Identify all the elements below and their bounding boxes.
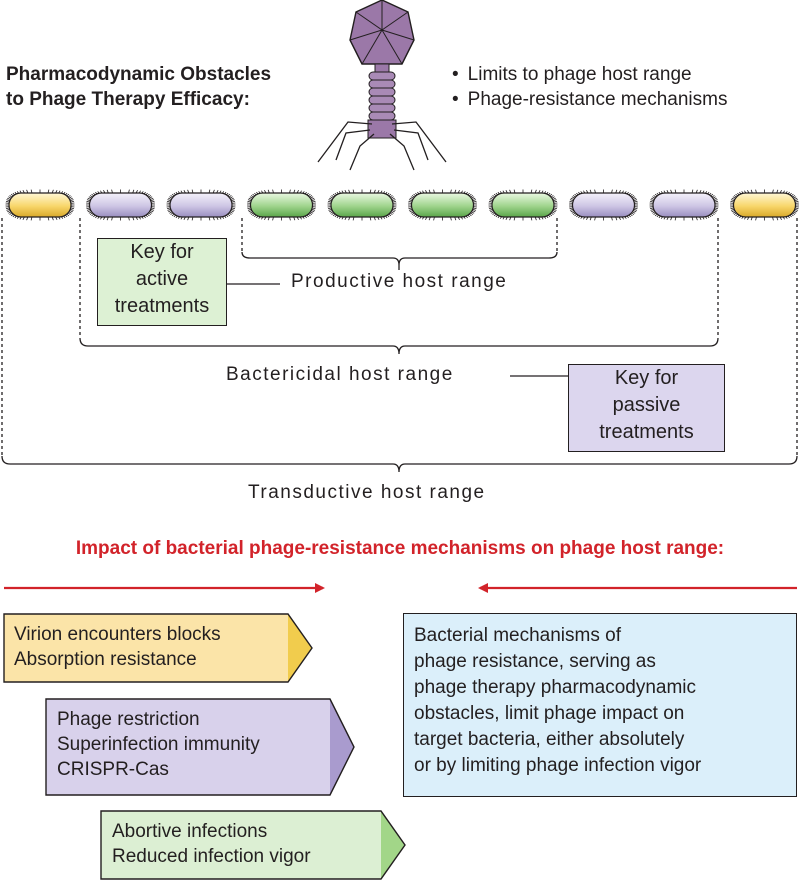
passive-treatments-key: Key for passive treatments — [568, 364, 725, 452]
productive-range-bracket — [241, 218, 558, 270]
mechanism-box-restriction: Phage restriction Superinfection immunit… — [57, 707, 260, 782]
active-key-line-2: active — [135, 268, 189, 290]
description-line: target bacteria, either absolutely — [414, 729, 685, 750]
bacterium-purple — [569, 189, 638, 221]
title-line-2: to Phage Therapy Efficacy: — [6, 89, 250, 110]
bacterium-green — [408, 189, 477, 221]
passive-key-line-1: Key for — [614, 367, 679, 389]
resistance-description-box: Bacterial mechanisms of phage resistance… — [403, 613, 797, 797]
mechanism-line: Phage restriction — [57, 709, 200, 730]
mechanism-box-abortive: Abortive infections Reduced infection vi… — [112, 819, 311, 869]
bullet-host-range: Limits to phage host range — [452, 62, 727, 87]
bacterium-purple — [86, 189, 155, 221]
mechanism-line: CRISPR-Cas — [57, 759, 169, 780]
impact-heading: Impact of bacterial phage-resistance mec… — [75, 538, 725, 559]
mechanism-line: Superinfection immunity — [57, 734, 260, 755]
bacterium-green — [488, 189, 558, 221]
mechanism-shape-abortive — [100, 810, 406, 880]
active-key-line-1: Key for — [130, 241, 194, 263]
description-line: obstacles, limit phage impact on — [414, 703, 685, 724]
mechanism-shape-restriction — [45, 698, 355, 796]
passive-key-line-3: treatments — [599, 421, 694, 443]
description-line: phage therapy pharmacodynamic — [414, 677, 697, 698]
active-treatments-key: Key for active treatments — [97, 238, 227, 326]
bacterium-green — [247, 189, 316, 221]
productive-range-label: Productive host range — [291, 271, 508, 292]
bacterium-purple — [166, 189, 236, 221]
obstacle-bullet-list: Limits to phage host range Phage-resista… — [452, 62, 728, 112]
mechanism-line: Abortive infections — [112, 821, 268, 842]
bacterium-green — [327, 189, 397, 221]
mechanism-line: Absorption resistance — [14, 649, 197, 670]
title-line-1: Pharmacodynamic Obstacles — [6, 64, 272, 85]
description-line: or by limiting phage infection vigor — [414, 755, 702, 776]
page-title: Pharmacodynamic Obstacles to Phage Thera… — [6, 62, 271, 112]
bacterium-yellow — [5, 189, 75, 221]
mechanism-box-absorption: Virion encounters blocks Absorption resi… — [14, 622, 221, 672]
bacteriophage-icon — [317, 0, 447, 171]
active-key-line-3: treatments — [114, 295, 210, 317]
bacterium-yellow — [730, 189, 799, 221]
mechanism-line: Virion encounters blocks — [14, 624, 221, 645]
bullet-resistance: Phage-resistance mechanisms — [452, 87, 728, 112]
mechanism-box-shapes — [3, 613, 406, 880]
transductive-range-label: Transductive host range — [248, 482, 486, 503]
bacterium-purple — [649, 189, 719, 221]
description-line: phage resistance, serving as — [414, 651, 656, 672]
bactericidal-range-label: Bactericidal host range — [226, 364, 454, 385]
bactericidal-range-bracket — [79, 218, 719, 355]
bacteria-row — [5, 189, 799, 221]
mechanism-line: Reduced infection vigor — [112, 846, 311, 867]
passive-key-line-2: passive — [612, 394, 681, 416]
description-line: Bacterial mechanisms of — [414, 625, 621, 646]
transductive-range-bracket — [1, 218, 798, 473]
mechanism-shape-absorption — [3, 613, 313, 683]
